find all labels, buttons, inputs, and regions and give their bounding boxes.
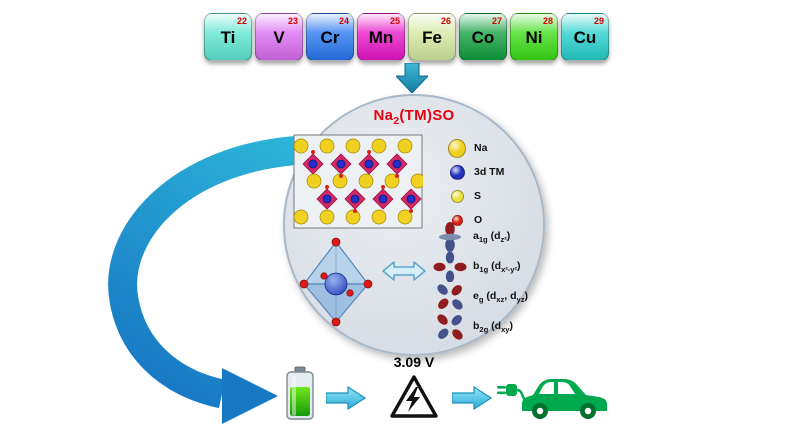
element-symbol: Cr (320, 28, 340, 47)
element-tile-v: 23 V (255, 13, 303, 61)
compound-title: Na2(TM)SO (373, 107, 455, 127)
car-icon (522, 379, 607, 419)
legend-label: 3d TM (474, 166, 505, 178)
element-symbol: Ti (220, 28, 236, 47)
element-tile-cr: 24 Cr (306, 13, 354, 61)
s-sphere-icon (450, 189, 464, 203)
legend: Na 3d TM S O (448, 138, 504, 228)
element-symbol: Ni (525, 28, 543, 47)
element-symbol: Fe (422, 28, 442, 47)
legend-marker-cell (448, 138, 466, 158)
orbital-label: b2g (dxy) (473, 319, 513, 335)
element-tile-mn: 25 Mn (357, 13, 405, 61)
element-symbol: Cu (573, 28, 597, 47)
tm-sphere-icon (449, 164, 465, 180)
element-symbol: V (273, 28, 285, 47)
flow-arrow-icon (326, 386, 366, 410)
legend-item-na: Na (448, 138, 504, 158)
dz2-orbital-icon (439, 222, 461, 252)
orbital-row-b2g: b2g (dxy) (433, 312, 528, 342)
atomic-number: 25 (389, 16, 400, 26)
o-sphere-icon (451, 214, 463, 226)
plug-icon (497, 384, 528, 403)
dxz-dyz-orbital-icon (437, 284, 463, 310)
orbital-label: eg (dxz, dyz) (473, 289, 529, 305)
battery-icon (286, 366, 314, 420)
legend-label: S (474, 190, 482, 202)
oxygen-dots (311, 150, 413, 213)
orbital-row-b1g: b1g (dx²-y²) (433, 252, 528, 282)
na-sphere-icon (448, 138, 466, 158)
double-arrow-icon (382, 261, 426, 281)
atomic-number: 29 (593, 16, 604, 26)
atomic-number: 28 (542, 16, 553, 26)
legend-item-s: S (448, 188, 504, 204)
legend-item-o: O (448, 212, 504, 228)
atomic-number: 24 (338, 16, 349, 26)
atomic-number: 26 (440, 16, 451, 26)
flow-arrow-icon (452, 386, 492, 410)
orbital-label: b1g (dx²-y²) (473, 259, 521, 275)
octahedron-image (299, 237, 373, 327)
dxy-orbital-icon (437, 314, 463, 340)
element-symbol: Co (471, 28, 495, 47)
warning-bolt-icon (390, 375, 438, 418)
legend-label: O (474, 214, 483, 226)
periodic-element-row: 22 Ti 23 V 24 Cr 25 Mn 26 Fe 27 Co 28 Ni… (204, 13, 609, 61)
na-s-spheres (293, 138, 423, 225)
atomic-number: 23 (287, 16, 298, 26)
orbital-label: a1g (dz²) (473, 229, 511, 245)
legend-marker-cell (448, 214, 466, 226)
legend-marker-cell (448, 189, 466, 203)
legend-item-tm: 3d TM (448, 164, 504, 180)
voltage-label: 3.09 V (393, 354, 435, 370)
element-tile-ti: 22 Ti (204, 13, 252, 61)
down-arrow-icon (396, 63, 428, 93)
legend-marker-cell (448, 164, 466, 180)
dx2y2-orbital-icon (433, 252, 467, 282)
na2tmso-circle: Na2(TM)SO (283, 94, 545, 356)
legend-label: Na (474, 142, 488, 154)
orbital-list: a1g (dz²) b1g (dx²-y²) (433, 222, 528, 342)
element-tile-ni: 28 Ni (510, 13, 558, 61)
element-tile-fe: 26 Fe (408, 13, 456, 61)
orbital-row-a1g: a1g (dz²) (433, 222, 528, 252)
orbital-row-eg: eg (dxz, dyz) (433, 282, 528, 312)
atomic-number: 27 (491, 16, 502, 26)
element-tile-cu: 29 Cu (561, 13, 609, 61)
crystal-structure-image (293, 134, 423, 229)
atomic-number: 22 (236, 16, 247, 26)
element-tile-co: 27 Co (459, 13, 507, 61)
element-symbol: Mn (368, 28, 394, 47)
